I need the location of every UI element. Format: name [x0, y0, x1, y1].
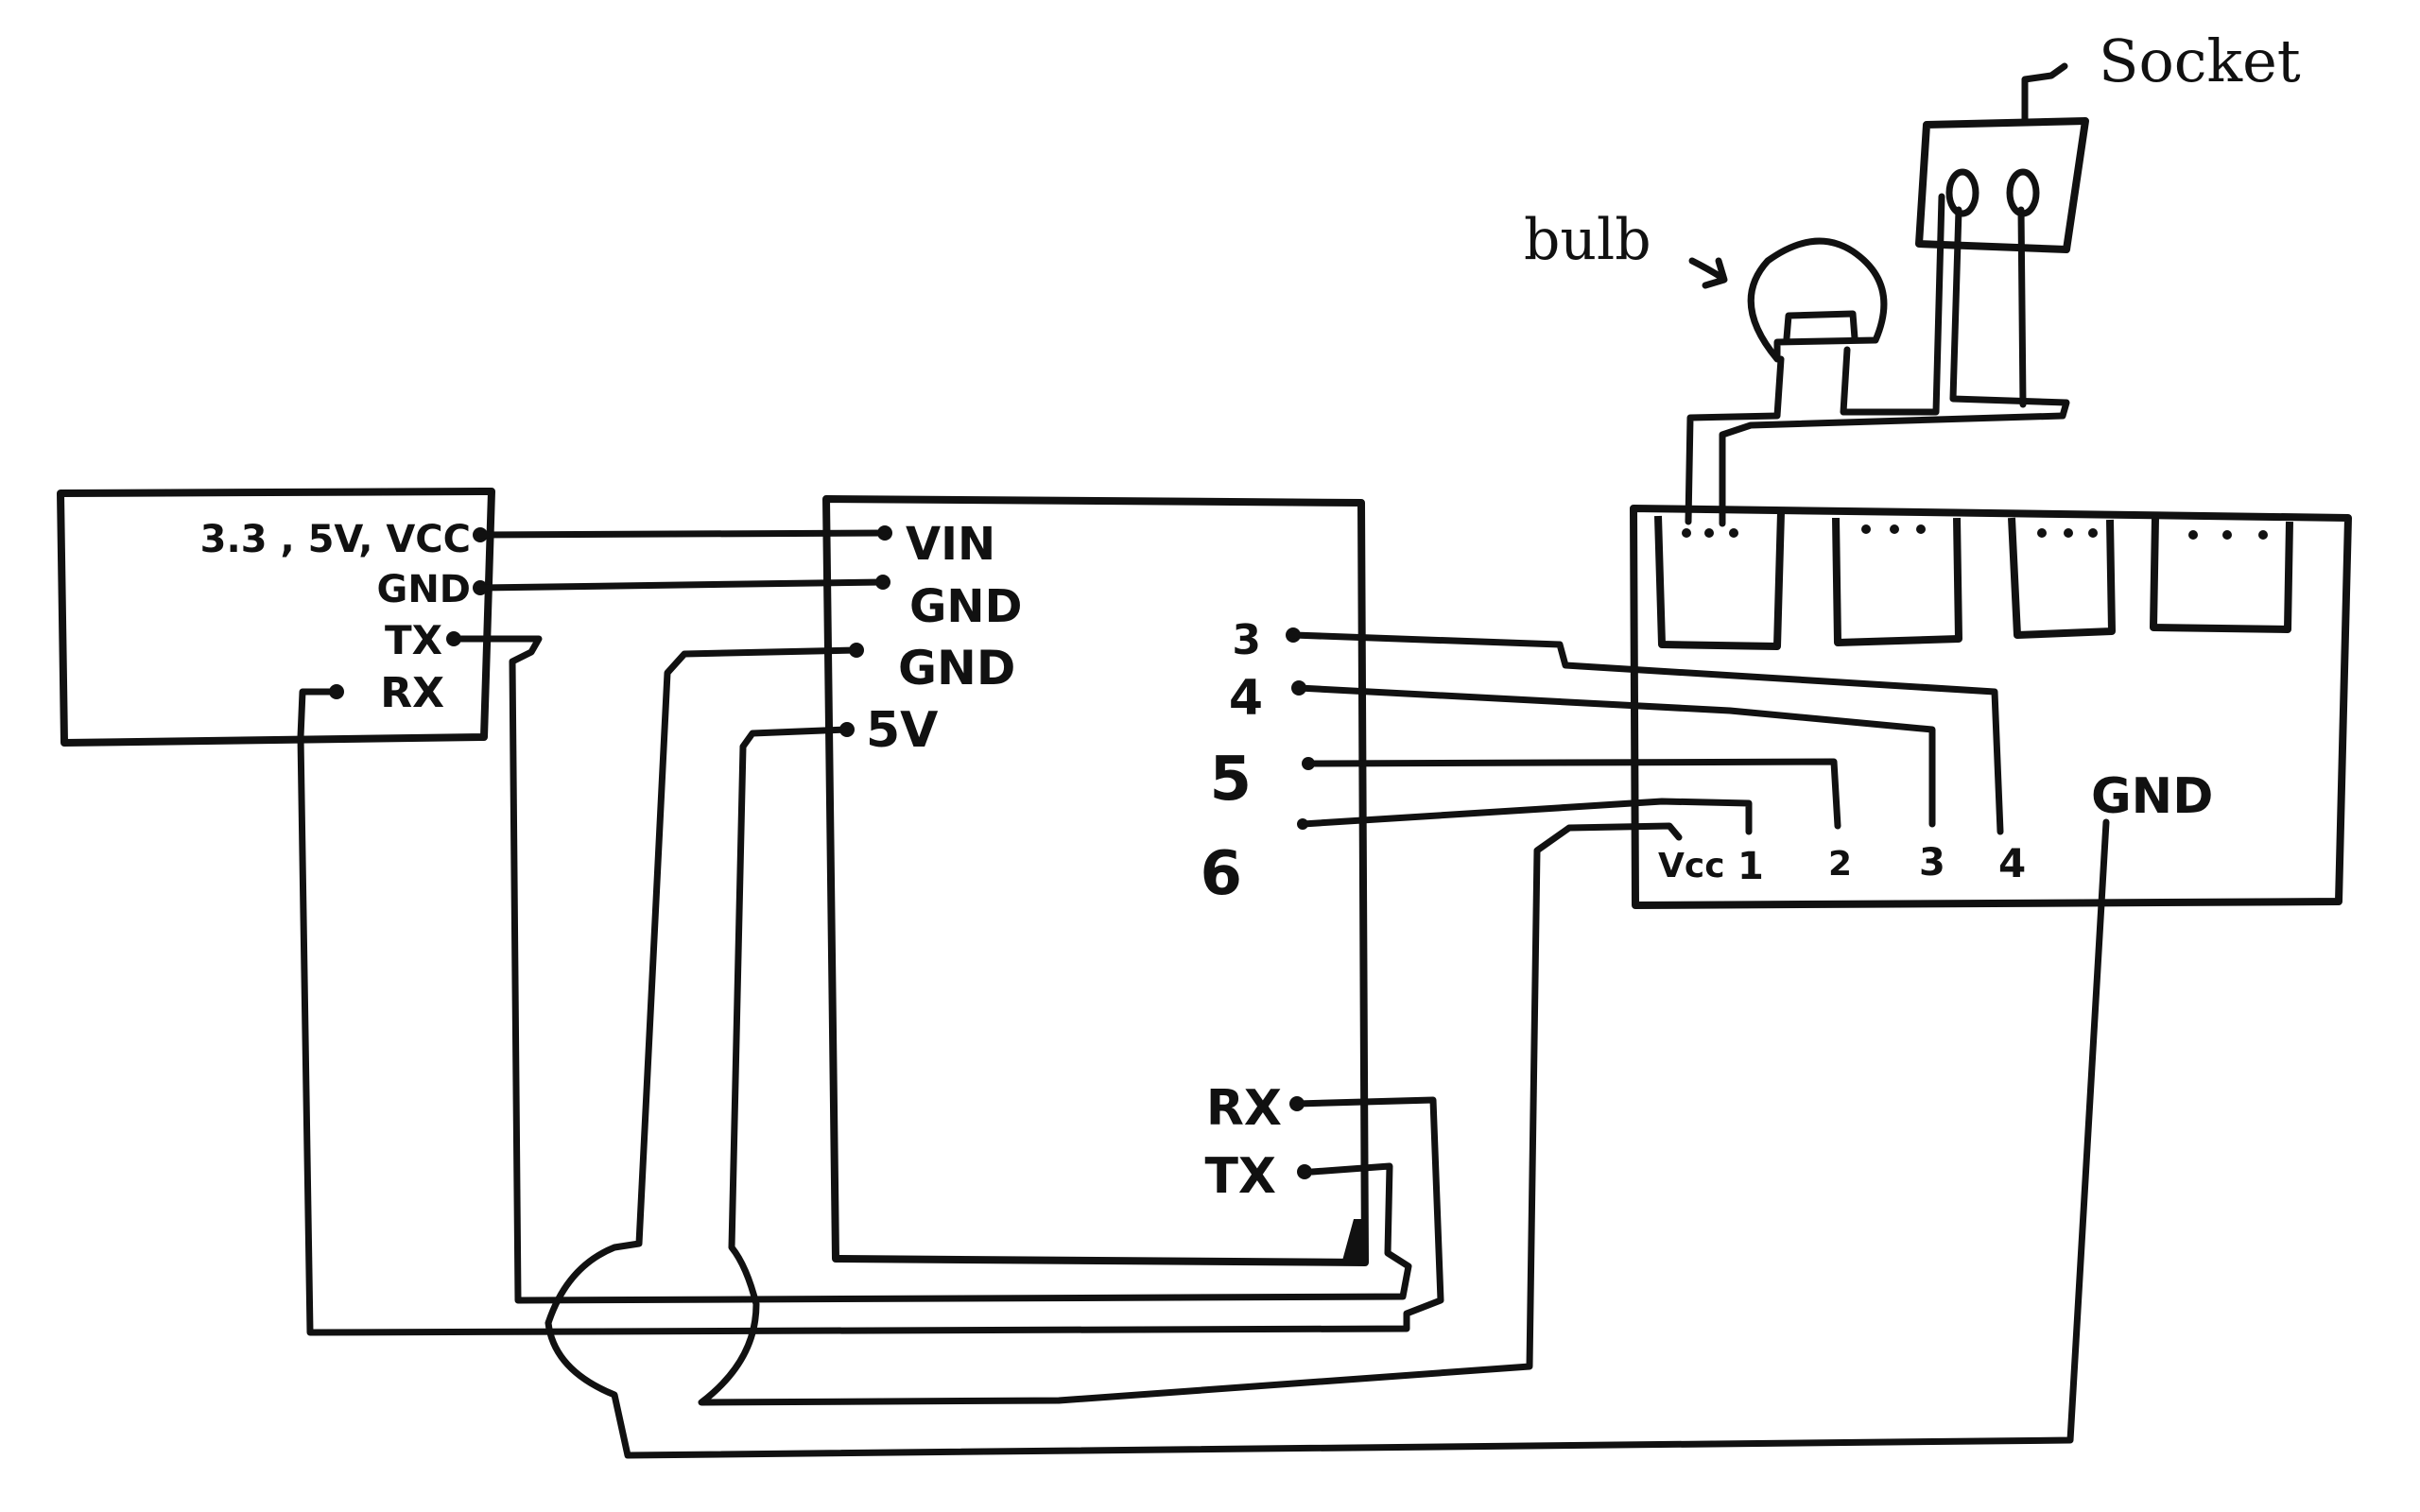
center-5v-label: 5V [866, 702, 938, 759]
center-pin3-label: 3 [1232, 616, 1261, 664]
relay-4 [2150, 517, 2293, 633]
center-board-outline [822, 495, 1369, 1266]
socket: Socket [1719, 26, 2301, 527]
left-module-rx-label: RX [380, 669, 444, 717]
wire-pin4-in3 [1295, 684, 1936, 828]
socket-lead [2021, 62, 2068, 127]
relay-2 [1832, 517, 1962, 646]
socket-wire-right [2017, 206, 2027, 408]
socket-outline [1915, 117, 2089, 253]
bulb-arrow-icon [1688, 257, 1728, 289]
wire-left-tx [450, 635, 1412, 1304]
wire-gnd2-relay-gnd [544, 646, 2110, 1459]
wires [297, 529, 2110, 1459]
relay-in3-label: 3 [1919, 841, 1945, 885]
center-vin-label: VIN [906, 518, 995, 571]
wire-gnd-gnd [476, 578, 887, 592]
center-gnd2-label: GND [898, 641, 1015, 696]
relay-1 [1654, 511, 1785, 650]
center-tx-pin [1297, 1164, 1312, 1179]
wire-5v-relay-vcc [698, 726, 1683, 1406]
relay-in4-label: 4 [1998, 840, 2026, 886]
bulb-label: bulb [1524, 207, 1651, 273]
wire-pin6-in1 [1299, 798, 1753, 835]
center-tx-label: TX [1204, 1148, 1276, 1205]
wire-left-rx [297, 688, 1444, 1336]
center-gnd1-label: GND [909, 580, 1022, 633]
bulb-base-right [1840, 193, 1945, 416]
left-module: 3.3 , 5V, VCC GND TX RX [57, 488, 495, 747]
bulb-filament-icon [1783, 310, 1858, 342]
socket-wire-left [1719, 206, 2070, 527]
center-pin4-label: 4 [1229, 670, 1263, 727]
center-board-corner-mark [1342, 1219, 1367, 1261]
relay-board: Vcc 1 2 3 4 GND [1630, 505, 2352, 909]
bulb: bulb [1524, 193, 1945, 525]
bulb-glass-icon [1747, 237, 1888, 363]
socket-hole-left [1945, 168, 1979, 217]
center-pin5-label: 5 [1209, 745, 1252, 815]
wire-pin3-in4 [1289, 631, 2004, 835]
bulb-base-left [1685, 355, 1785, 525]
socket-label: Socket [2099, 26, 2301, 95]
center-rx-label: RX [1206, 1080, 1282, 1137]
left-module-vcc-label: 3.3 , 5V, VCC [200, 518, 471, 561]
left-module-gnd-label: GND [376, 568, 471, 611]
left-module-tx-label: TX [385, 617, 442, 663]
left-module-outline [57, 488, 495, 747]
relay-3 [2008, 517, 2116, 639]
relay-terminal-dots [1682, 524, 2268, 540]
center-pin6-label: 6 [1200, 839, 1242, 909]
relay-in2-label: 2 [1828, 845, 1852, 884]
relay-in1-label: 1 [1737, 845, 1764, 888]
center-board: VIN GND GND 5V 3 4 5 6 RX TX [822, 495, 1369, 1266]
relay-board-outline [1630, 505, 2352, 909]
wire-vcc-vin [476, 529, 889, 539]
relay-vcc-label: Vcc [1658, 847, 1725, 885]
relay-gnd-label: GND [2091, 768, 2213, 825]
wire-pin5-in2 [1305, 758, 1841, 830]
